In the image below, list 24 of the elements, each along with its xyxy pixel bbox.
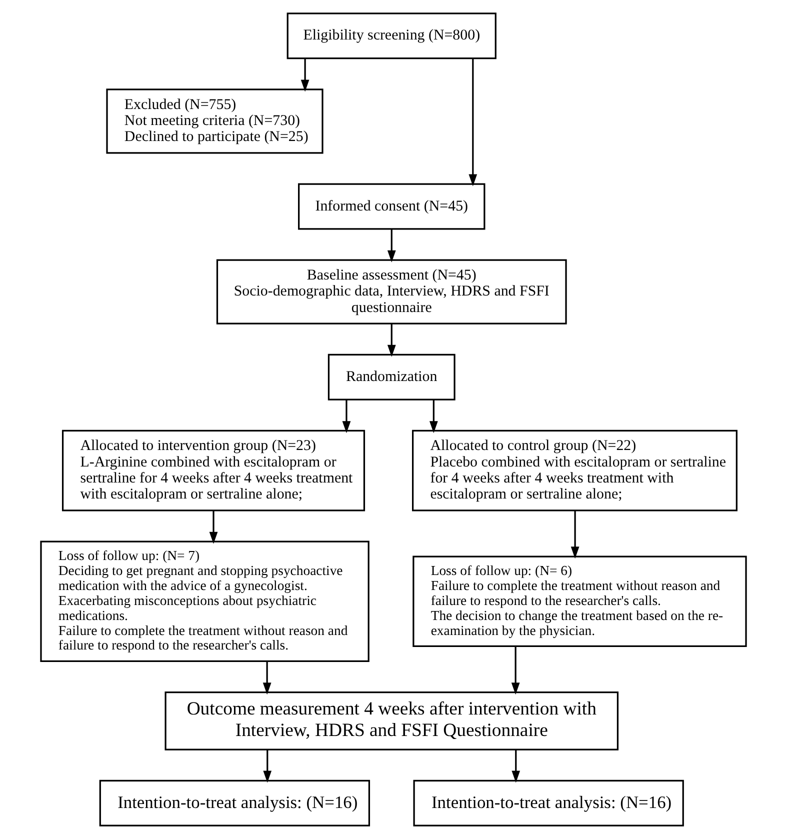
arrow	[387, 229, 396, 262]
arrow	[209, 510, 218, 544]
node-box: Allocated to intervention group (N=23) L-Arginine combined with escitalopram or sertraline for 4 weeks after 4 weeks treatment with escitalopram or sertraline alone;	[62, 430, 366, 512]
node-box: Eligibility screening (N=800)	[286, 12, 496, 60]
arrow	[570, 510, 580, 559]
arrow	[342, 400, 351, 434]
node-box: Baseline assessment (N=45) Socio-demographic data, Interview, HDRS and FSFI questionnaire	[216, 259, 567, 324]
node-box: Excluded (N=755) Not meeting criteria (N=730) Declined to participate (N=25)	[106, 88, 324, 154]
node-box: Loss of follow up: (N= 7) Deciding to get pregnant and stopping psychoactive medication with the advice of a gynecologist. Exacerbating misconceptions about psychiatric medications. Failure to complete the treatment without reason and failure to respond to the researcher's calls.	[40, 540, 370, 662]
node-box: Outcome measurement 4 weeks after intervention with Interview, HDRS and FSFI Questionnaire	[164, 691, 619, 750]
node-box: Informed consent (N=45)	[298, 183, 486, 230]
arrow	[511, 646, 520, 695]
arrow	[468, 58, 478, 186]
arrow	[263, 750, 272, 783]
arrow	[429, 400, 438, 434]
node-box: Randomization	[328, 354, 456, 400]
arrow	[387, 324, 396, 357]
node-box: Intention-to-treat analysis: (N=16)	[99, 780, 370, 826]
node-box: Allocated to control group (N=22) Placebo combined with escitalopram or sertraline for 4 weeks after 4 weeks treatment with escitalopram or sertraline alone;	[412, 430, 738, 512]
arrow	[300, 58, 310, 92]
arrow	[512, 750, 520, 783]
node-box: Intention-to-treat analysis: (N=16)	[413, 780, 684, 826]
arrow	[262, 662, 272, 695]
node-box: Loss of follow up: (N= 6) Failure to complete the treatment without reason and failure to respond to the researcher's calls. The decision to change the treatment based on the re-examination by the physician.	[412, 556, 747, 648]
